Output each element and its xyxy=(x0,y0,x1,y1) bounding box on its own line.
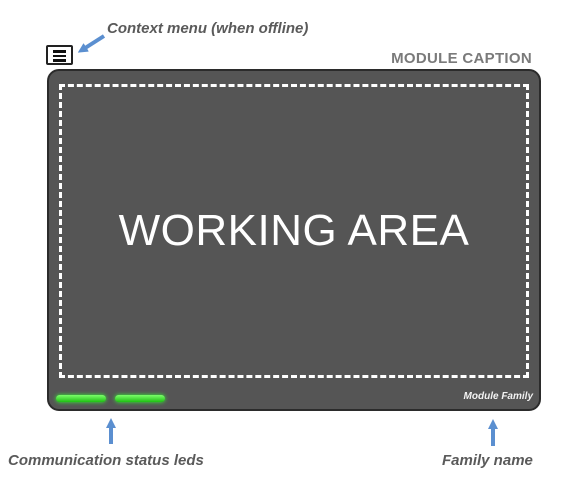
module-family-label: Module Family xyxy=(463,391,533,402)
context-menu-arrow xyxy=(77,34,106,53)
status-led-1 xyxy=(56,395,106,402)
status-led-2 xyxy=(115,395,165,402)
leds-annotation: Communication status leds xyxy=(8,452,204,469)
working-area[interactable]: WORKING AREA xyxy=(59,84,529,378)
module-panel: WORKING AREA Module Family xyxy=(47,69,541,411)
hamburger-menu-icon xyxy=(53,50,66,53)
module-caption: MODULE CAPTION xyxy=(391,50,532,67)
family-name-annotation: Family name xyxy=(442,452,533,469)
context-menu-button[interactable] xyxy=(46,45,73,65)
context-menu-annotation: Context menu (when offline) xyxy=(107,20,309,37)
working-area-label: WORKING AREA xyxy=(118,206,470,255)
